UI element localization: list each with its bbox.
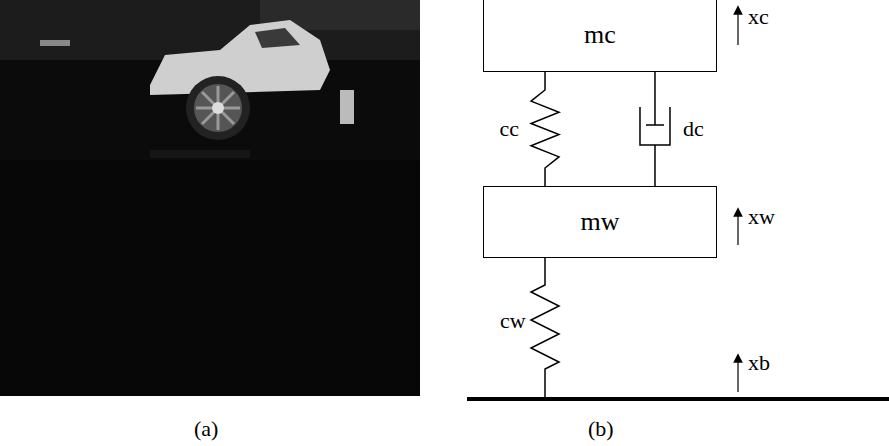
mass-label: mw bbox=[581, 207, 620, 237]
panel-label: (b) bbox=[588, 418, 614, 440]
displacement-label: xw bbox=[748, 206, 775, 228]
displacement-label: xc bbox=[748, 6, 769, 28]
test-rig-photo bbox=[0, 0, 420, 396]
chassis-mass-box: mc bbox=[483, 0, 717, 72]
spring-connector bbox=[531, 72, 559, 186]
damper-connector bbox=[640, 72, 670, 186]
panel-label: (a) bbox=[194, 418, 218, 440]
wheel-mass-box: mw bbox=[483, 186, 717, 258]
displacement-label: xb bbox=[748, 352, 770, 374]
spring-label: cw bbox=[500, 310, 526, 332]
displacement-arrows bbox=[737, 10, 738, 392]
damper-label: dc bbox=[681, 117, 706, 141]
ground-line bbox=[467, 397, 889, 401]
mass-label: mc bbox=[584, 20, 616, 50]
spring-label: cc bbox=[497, 117, 521, 141]
tire-spring bbox=[531, 258, 559, 397]
